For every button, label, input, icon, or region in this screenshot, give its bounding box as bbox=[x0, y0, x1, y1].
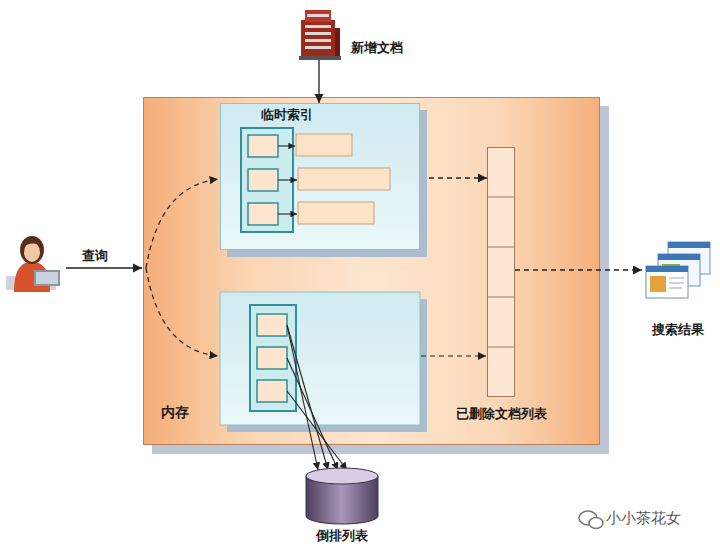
deleted-list: 已删除文档列表 bbox=[487, 147, 515, 397]
dashed-flow-arrow bbox=[515, 269, 642, 270]
inverted-list-store: 倒排列表 bbox=[305, 466, 379, 526]
query-label: 查询 bbox=[82, 247, 108, 265]
dispatch-curves bbox=[146, 179, 218, 356]
node-label: 新增文档 bbox=[351, 40, 403, 56]
deleted-list-column bbox=[487, 147, 515, 397]
node-label: 临时索引 bbox=[261, 107, 313, 123]
disk-index-box bbox=[220, 292, 427, 432]
query-arrow bbox=[66, 268, 142, 269]
temp-index-box: 临时索引 bbox=[220, 103, 420, 250]
source-node: 新增文档 bbox=[297, 4, 403, 60]
memory-panel: 内存 临时索引已删除文档列表 bbox=[143, 97, 600, 445]
user-figure bbox=[6, 236, 60, 292]
dashed-flow-arrow bbox=[420, 177, 487, 178]
temp-index-drawing bbox=[221, 104, 421, 251]
database-cylinder bbox=[305, 466, 379, 526]
building-icon bbox=[297, 6, 341, 60]
disk-to-deleted-arrow bbox=[421, 356, 486, 357]
disk-pointer-lines bbox=[287, 325, 347, 470]
node-label: 内存 bbox=[161, 404, 189, 421]
result-pages-icon bbox=[642, 238, 714, 304]
flow-arrow bbox=[318, 60, 319, 103]
node-label: 搜索结果 bbox=[642, 322, 714, 338]
result-node: 搜索结果 bbox=[642, 238, 714, 338]
wechat-icon bbox=[579, 511, 603, 529]
watermark: 小小茶花女 bbox=[606, 509, 681, 528]
node-label: 已删除文档列表 bbox=[431, 406, 571, 422]
node-label: 倒排列表 bbox=[282, 528, 402, 544]
